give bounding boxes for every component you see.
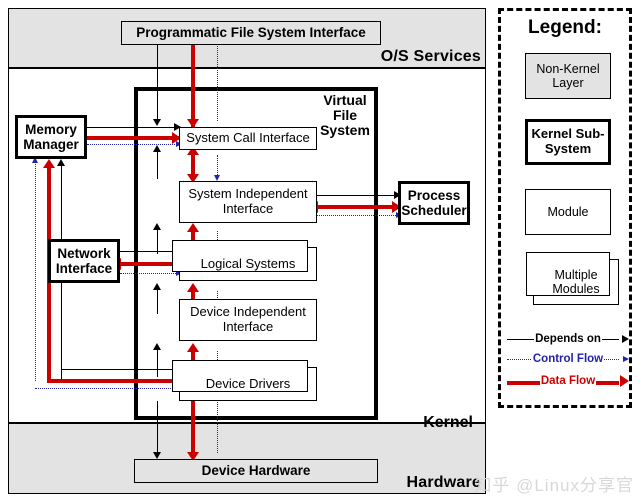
hardware-band-label: Hardware: [406, 474, 481, 491]
process-scheduler-box[interactable]: Process Scheduler: [398, 181, 470, 225]
arrowhead-up-blue: [31, 157, 38, 163]
connector-sii-ps-data: [316, 205, 398, 209]
connector-mm-dd-data: [47, 379, 179, 383]
arrowhead-right-red: [392, 201, 401, 213]
connector-hw-to-dd-control: [217, 397, 218, 453]
arrowhead-up-red: [187, 283, 199, 292]
logical-systems-label: Logical Systems: [200, 255, 296, 271]
arrowhead-up-black: [152, 145, 161, 152]
connector-ni-to-ls-depends: [120, 251, 180, 252]
watermark: 知乎 @Linux分享官: [474, 476, 634, 495]
device-independent-interface-label: Device Independent Interface: [190, 304, 306, 334]
legend-multiple-modules-label: Multiple Modules: [552, 268, 600, 296]
system-independent-interface-box[interactable]: System Independent Interface: [179, 181, 317, 223]
connector-sii-to-ps-depends: [316, 195, 398, 196]
connector-dd-hw-data: [191, 397, 195, 453]
connector-ni-to-ls-control: [120, 273, 180, 274]
connector-dd-to-mm-depends: [61, 369, 179, 370]
legend-panel: Legend: Non-Kernel Layer Kernel Sub- Sys…: [498, 8, 632, 408]
device-independent-interface-box[interactable]: Device Independent Interface: [179, 299, 317, 341]
arrowhead-up-black: [152, 283, 161, 290]
connector-ps-to-sii-control: [316, 215, 398, 216]
os-services-band-label: O/S Services: [380, 48, 481, 65]
legend-kernel-sub-system-label: Kernel Sub- System: [531, 126, 605, 156]
connector-sci-sii-data: [191, 154, 195, 178]
connector-mm-sci-data: [47, 136, 179, 140]
virtual-file-system-label: Virtual File System: [320, 92, 370, 139]
process-scheduler-label: Process Scheduler: [401, 187, 467, 218]
connector-mm-to-sci-control: [87, 144, 179, 145]
kernel-band-label: Kernel: [423, 414, 473, 431]
arrowhead-right-black: [622, 335, 629, 343]
system-call-interface-box[interactable]: System Call Interface: [179, 127, 317, 150]
legend-data-flow-label: Data Flow: [539, 375, 597, 387]
arrowhead-down-red: [187, 452, 199, 461]
legend-item-kernel-sub-system: Kernel Sub- System: [525, 119, 611, 165]
connector-dd-to-hw-depends: [157, 401, 158, 453]
arrowhead-right-black: [174, 122, 181, 131]
logical-systems-box[interactable]: Logical Systems: [172, 240, 317, 281]
connector-ni-ls-data: [120, 262, 180, 266]
device-drivers-label: Device Drivers: [205, 375, 291, 391]
connector-pfsi-to-sci-depends: [157, 43, 158, 120]
connector-dd-to-dii-depends: [157, 349, 158, 377]
network-interface-box[interactable]: Network Interface: [48, 239, 120, 283]
memory-manager-box[interactable]: Memory Manager: [15, 115, 87, 159]
memory-manager-label: Memory Manager: [23, 121, 79, 152]
arrowhead-up-black: [152, 343, 161, 350]
device-hardware-box[interactable]: Device Hardware: [134, 459, 378, 483]
arrowhead-down-blue: [213, 175, 220, 181]
arrowhead-up-red: [187, 146, 199, 155]
architecture-diagram: O/S Services Hardware Kernel Virtual Fil…: [8, 8, 486, 494]
programmatic-file-system-interface-box[interactable]: Programmatic File System Interface: [121, 21, 381, 45]
connector-ls-to-sii-depends: [157, 229, 158, 254]
arrowhead-down-red: [187, 119, 199, 128]
arrowhead-down-red: [187, 174, 199, 183]
system-call-interface-label: System Call Interface: [186, 130, 310, 146]
os-services-band: O/S Services: [9, 9, 485, 69]
arrowhead-up-red: [43, 159, 55, 168]
network-interface-label: Network Interface: [55, 245, 113, 276]
arrowhead-down-black: [152, 452, 161, 459]
system-independent-interface-label: System Independent Interface: [188, 186, 308, 216]
arrowhead-right-red: [620, 375, 629, 387]
arrowhead-right-blue: [623, 356, 629, 362]
programmatic-file-system-interface-label: Programmatic File System Interface: [136, 25, 366, 41]
legend-depends-on-label: Depends on: [534, 333, 602, 345]
connector-dii-to-ls-depends: [157, 289, 158, 314]
arrowhead-up-red: [187, 223, 199, 232]
connector-sci-to-pfsi-control: [217, 43, 218, 121]
connector-lower-to-mm-control: [35, 161, 36, 381]
legend-key-depends-on: Depends on: [507, 331, 629, 347]
connector-dd-to-mm-control: [35, 388, 179, 389]
legend-title: Legend:: [528, 17, 602, 38]
legend-item-multiple-modules: Multiple Modules: [526, 252, 619, 305]
legend-key-control-flow: Control Flow: [507, 351, 629, 367]
virtual-file-system-container: [134, 87, 378, 420]
connector-sii-to-sci-depends: [157, 151, 158, 179]
legend-item-module: Module: [525, 189, 611, 235]
arrowhead-right-black: [394, 190, 401, 199]
legend-item-non-kernel-layer: Non-Kernel Layer: [525, 53, 611, 99]
connector-pfsi-sci-data: [191, 35, 195, 127]
legend-module-label: Module: [547, 205, 589, 219]
arrowhead-right-red: [172, 132, 181, 144]
arrowhead-up-black: [152, 223, 161, 230]
legend-control-flow-label: Control Flow: [531, 353, 605, 365]
arrowhead-down-black: [152, 119, 161, 126]
device-hardware-label: Device Hardware: [201, 463, 311, 479]
legend-non-kernel-layer-label: Non-Kernel Layer: [536, 62, 600, 90]
arrowhead-up-red: [187, 343, 199, 352]
device-drivers-box[interactable]: Device Drivers: [172, 360, 317, 401]
arrowhead-up-black: [56, 159, 65, 166]
connector-sci-to-sii-control: [217, 155, 218, 179]
connector-mm-to-sci-depends: [87, 127, 179, 128]
legend-key-data-flow: Data Flow: [507, 373, 629, 389]
